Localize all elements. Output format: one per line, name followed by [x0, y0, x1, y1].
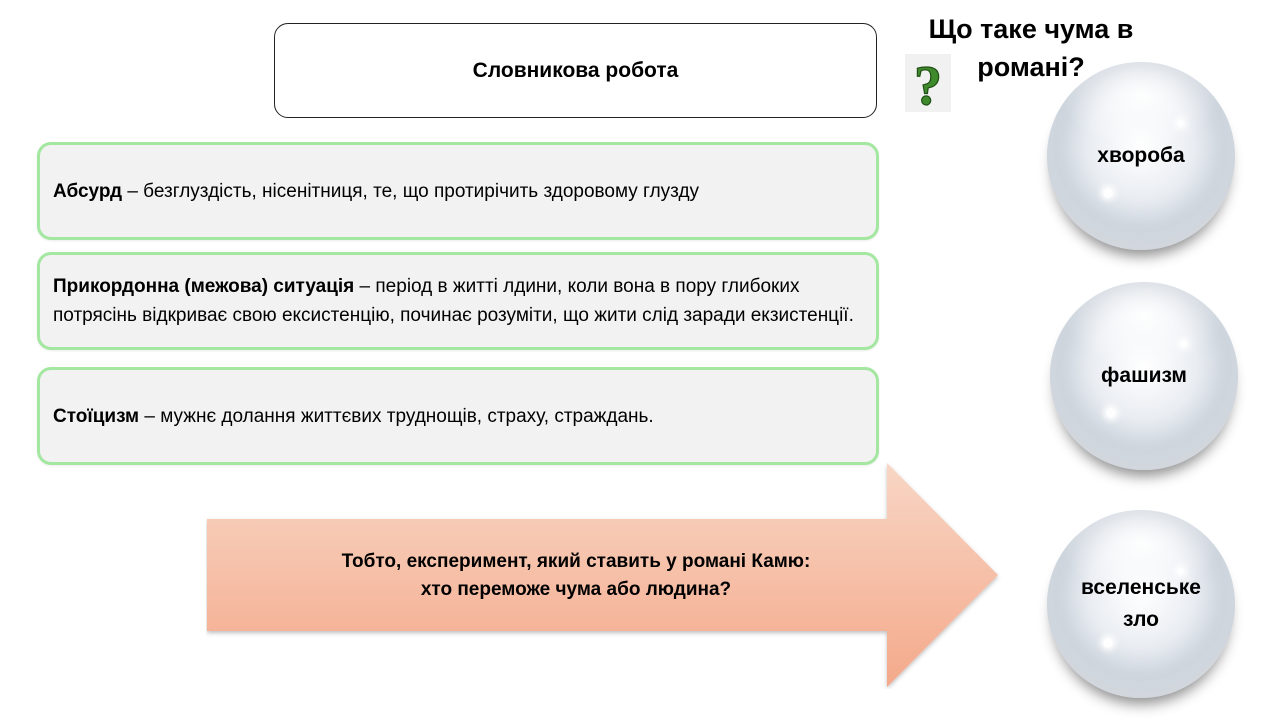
definition-absurd: Абсурд – безглуздість, нісенітниця, те, …: [37, 142, 879, 240]
question-line-1: Що таке чума в: [928, 14, 1134, 44]
question-heading: Що таке чума в романі?: [912, 10, 1150, 86]
sphere-label-line-1: вселенське: [1081, 576, 1201, 599]
sphere-fascism: фашизм: [1050, 282, 1238, 470]
definition-text: – період в житті лдини, коли вона в пору…: [53, 276, 854, 326]
definition-term: Прикордонна (межова) ситуація: [53, 276, 355, 297]
title-text: Словникова робота: [472, 58, 679, 82]
definition-term: Стоїцизм: [53, 405, 140, 427]
sphere-universal-evil: вселенське зло: [1047, 510, 1235, 698]
question-mark-icon: ?: [905, 54, 951, 118]
definition-stoicism: Стоїцизм – мужнє долання життєвих трудно…: [37, 367, 879, 465]
conclusion-arrow: Тобто, експеримент, який ставить у роман…: [206, 461, 1002, 689]
definition-text: – мужнє долання життєвих труднощів, стра…: [139, 405, 654, 427]
arrow-text: Тобто, експеримент, який ставить у роман…: [206, 548, 946, 604]
question-line-2: романі?: [977, 52, 1085, 82]
sphere-label: хвороба: [1097, 144, 1185, 167]
sphere-label: вселенське зло: [1081, 572, 1201, 636]
definition-term: Абсурд: [53, 180, 123, 202]
arrow-line-1: Тобто, експеримент, який ставить у роман…: [341, 551, 811, 572]
svg-text:?: ?: [914, 55, 942, 112]
sphere-label: фашизм: [1101, 364, 1187, 387]
arrow-line-2: хто переможе чума або людина?: [420, 579, 732, 600]
definition-border-situation: Прикордонна (межова) ситуація – період в…: [37, 252, 879, 350]
sphere-label-line-2: зло: [1122, 608, 1160, 631]
definition-text: – безглуздість, нісенітниця, те, що прот…: [122, 180, 700, 202]
arrow-shape: [207, 463, 998, 687]
sphere-disease: хвороба: [1047, 62, 1235, 250]
title-box: Словникова робота: [274, 23, 877, 118]
